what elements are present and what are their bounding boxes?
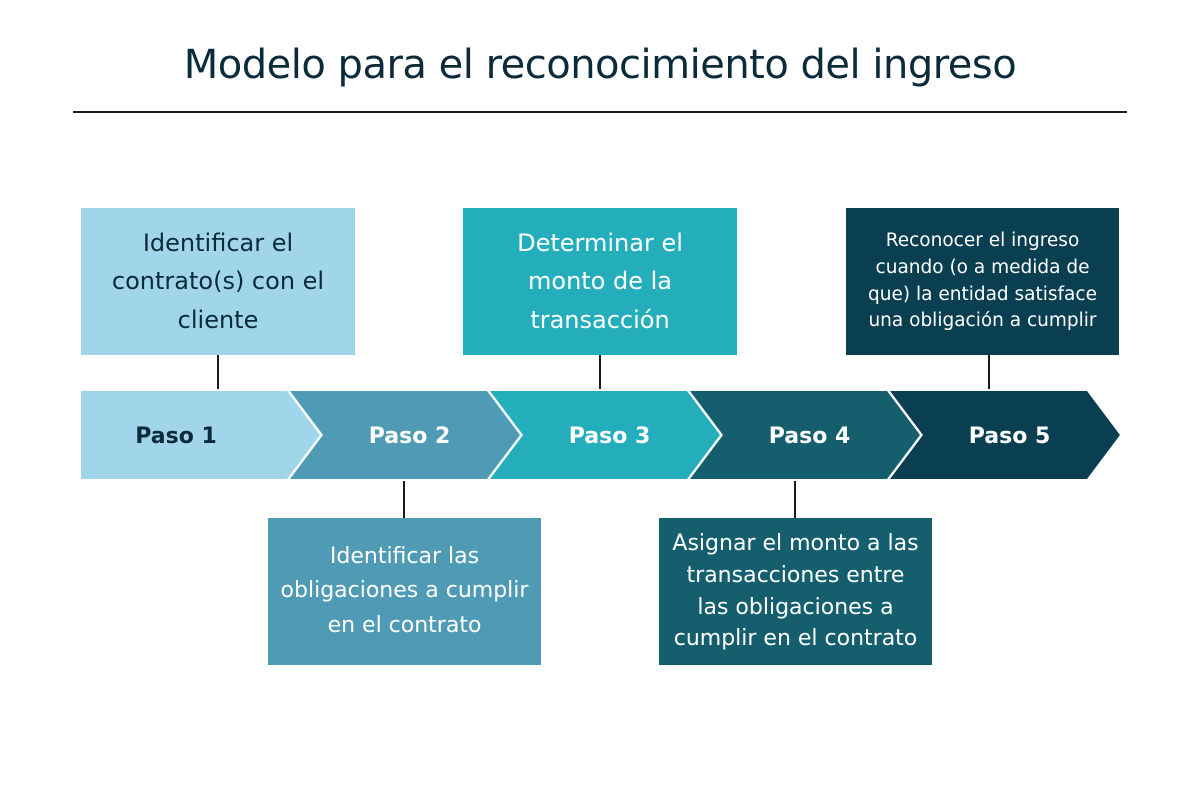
step-2-label: Paso 2 — [369, 424, 451, 449]
step-2-description-box: Identificar las obligaciones a cumplir e… — [268, 518, 541, 665]
step-2-chevron — [290, 391, 520, 479]
step-4-chevron — [690, 391, 920, 479]
step-1-chevron — [81, 391, 320, 479]
step-3-chevron — [490, 391, 720, 479]
step-4-description-box: Asignar el monto a las transacciones ent… — [659, 518, 932, 665]
step-1-description: Identificar el contrato(s) con el client… — [111, 228, 325, 334]
step-3-description: Determinar el monto de la transacción — [517, 228, 683, 334]
step-5-description-box: Reconocer el ingreso cuando (o a medida … — [846, 208, 1119, 355]
step-4-description: Asignar el monto a las transacciones ent… — [672, 530, 919, 652]
title-divider — [73, 111, 1127, 113]
step-5-label: Paso 5 — [969, 424, 1051, 449]
page-title: Modelo para el reconocimiento del ingres… — [183, 42, 1017, 88]
step-1-description-box: Identificar el contrato(s) con el client… — [81, 208, 355, 355]
step-5-chevron — [890, 391, 1120, 479]
step-1-label: Paso 1 — [135, 424, 217, 449]
step-2-description: Identificar las obligaciones a cumplir e… — [280, 544, 529, 638]
step-4-label: Paso 4 — [769, 424, 851, 449]
step-3-description-box: Determinar el monto de la transacción — [463, 208, 737, 355]
step-5-description: Reconocer el ingreso cuando (o a medida … — [868, 229, 1097, 332]
step-3-label: Paso 3 — [569, 424, 651, 449]
